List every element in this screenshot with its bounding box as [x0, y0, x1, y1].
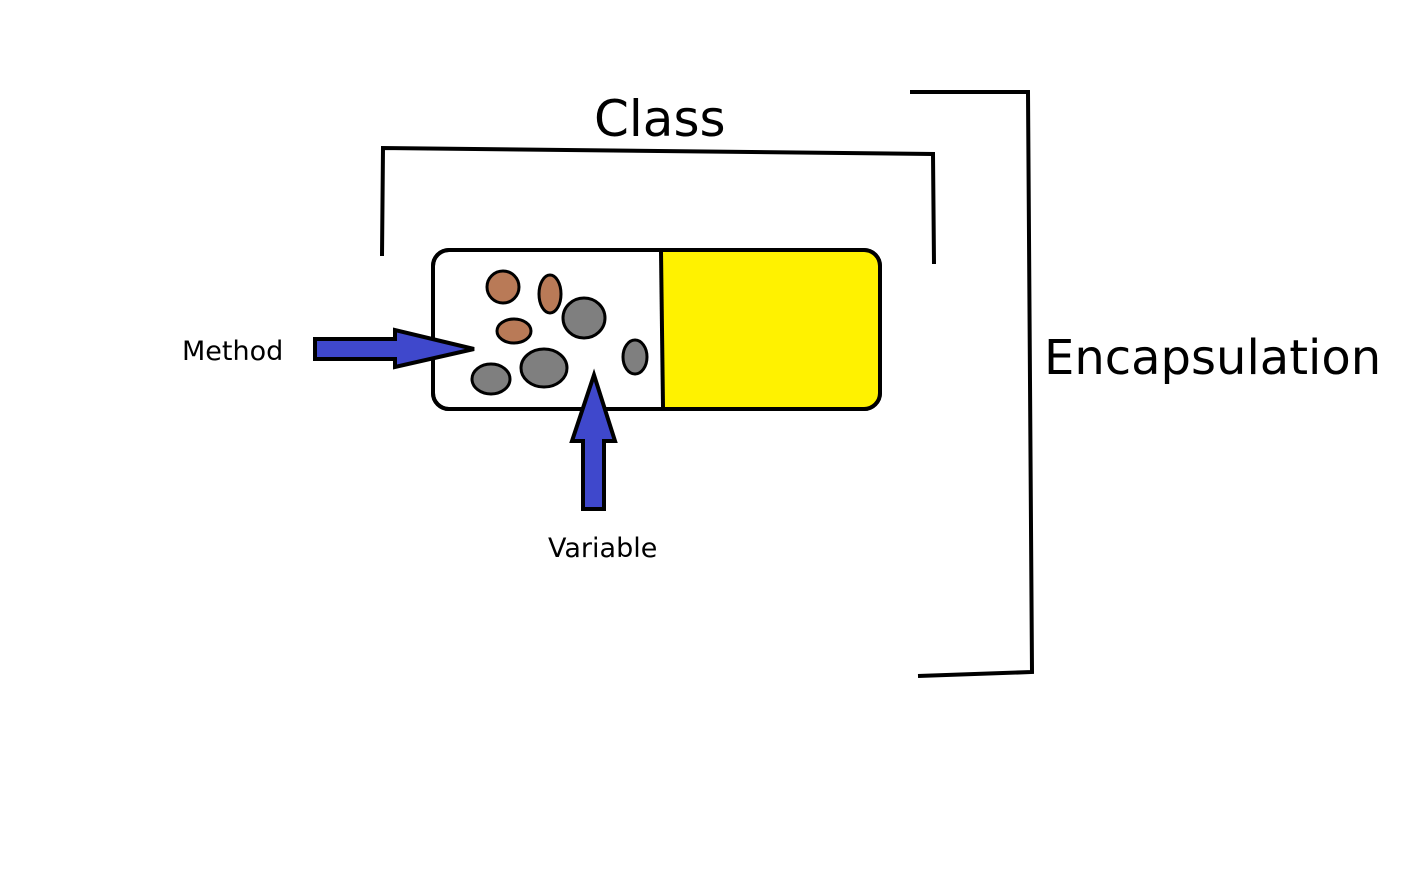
encapsulation-bracket [910, 90, 1035, 678]
class-bracket [380, 145, 936, 265]
variable-dot [561, 296, 607, 340]
method-dot [485, 269, 521, 305]
method-dot [495, 317, 533, 345]
method-arrow [313, 327, 475, 370]
variable-label: Variable [548, 533, 658, 564]
method-label: Method [182, 336, 284, 367]
variable-dot [621, 338, 649, 376]
method-dot [537, 273, 563, 315]
variable-dot [470, 362, 512, 396]
variable-arrow [569, 368, 618, 511]
class-label: Class [594, 90, 726, 148]
capsule-yellow-half [663, 252, 878, 407]
variable-dot [519, 347, 569, 389]
encapsulation-label: Encapsulation [1044, 330, 1382, 386]
capsule-divider [659, 251, 665, 408]
